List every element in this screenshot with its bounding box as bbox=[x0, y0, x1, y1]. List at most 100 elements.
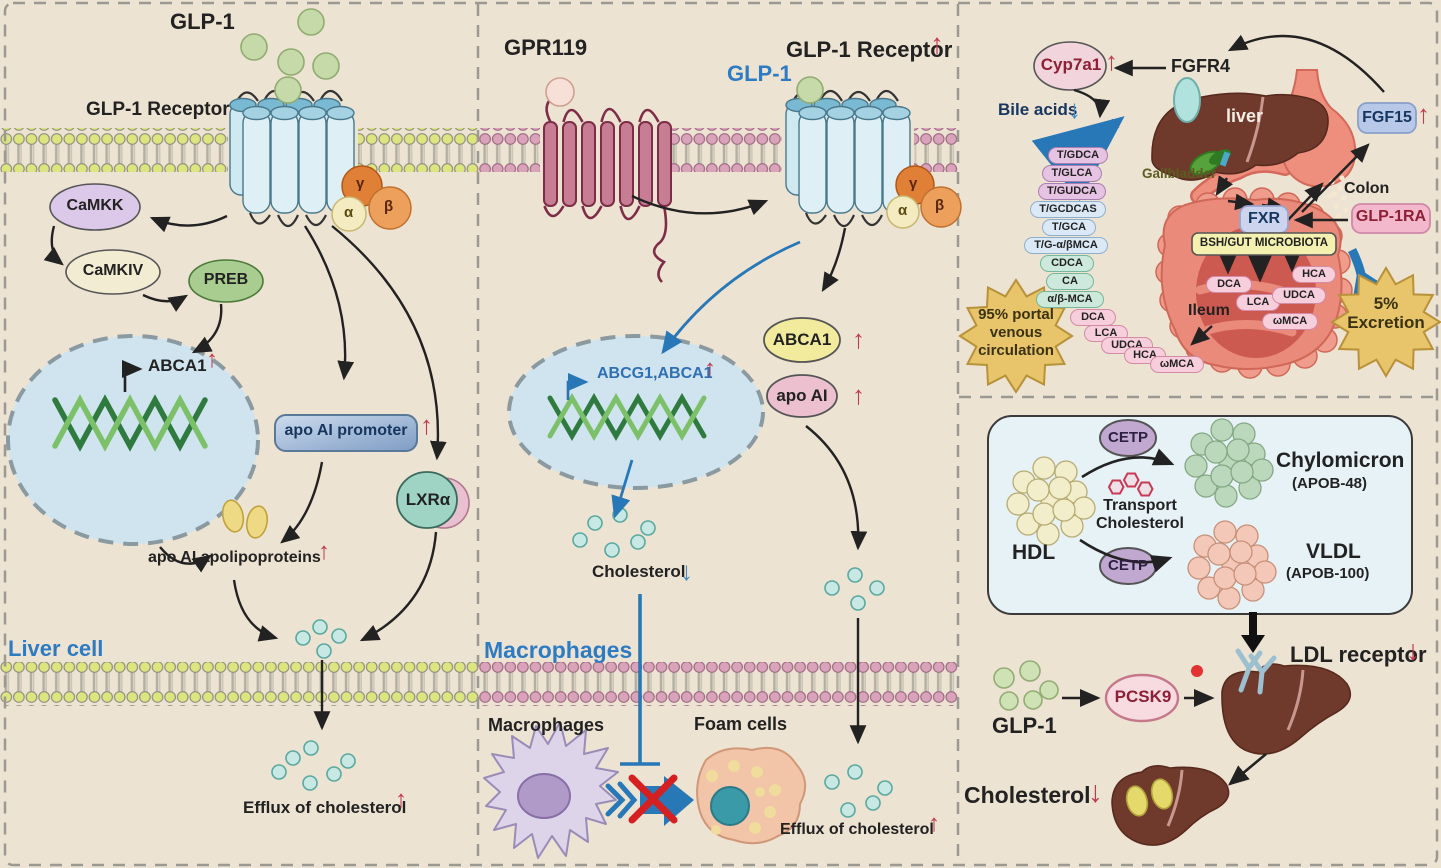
apolipoproteins-label: apo AI apolipoproteins bbox=[148, 549, 321, 566]
bile-acid-pill: T/GDCA bbox=[1048, 147, 1108, 165]
camkk-label: CaMKK bbox=[66, 197, 124, 214]
villi-dots bbox=[1327, 175, 1351, 219]
transport-line2: Cholesterol bbox=[1095, 515, 1184, 532]
camkiv-label: CaMKIV bbox=[82, 262, 144, 279]
pcsk9-node bbox=[1104, 673, 1180, 723]
up-arrow-icon: ↑ bbox=[318, 538, 330, 565]
bsh-down-arrows bbox=[1212, 236, 1308, 283]
apo-promoter-label: apo AI promoter bbox=[284, 422, 408, 439]
macrophage-nucleus bbox=[507, 334, 765, 490]
down-arrow-icon: ↓ bbox=[1068, 94, 1081, 124]
alpha-label-middle: α bbox=[898, 202, 908, 219]
bile-acid-pill: CDCA bbox=[1040, 255, 1094, 273]
glp1-label-right: GLP-1 bbox=[992, 713, 1057, 738]
vldl-particle bbox=[1187, 520, 1277, 610]
up-arrow-icon: ↑ bbox=[852, 380, 865, 410]
cholesterol-label-right: Cholesterol bbox=[964, 782, 1091, 808]
cetp-label-bottom: CETP bbox=[1107, 557, 1148, 574]
up-arrow-icon: ↑ bbox=[1417, 99, 1430, 129]
apo-ai-promoter-box bbox=[274, 414, 418, 452]
up-arrow-icon: ↑ bbox=[1105, 46, 1118, 76]
gut-acid-pill: ωMCA bbox=[1262, 313, 1318, 331]
abca1-promoter-arrow bbox=[121, 359, 143, 392]
cholesterol-dots-mid-bottom bbox=[824, 764, 893, 818]
glp1-receptor-label-middle: GLP-1 Receptor bbox=[786, 37, 953, 62]
arrows-middle-blue bbox=[611, 240, 801, 519]
fgfr4-label: FGFR4 bbox=[1171, 56, 1231, 76]
abcg1-abca1-label: ABCG1,ABCA1 bbox=[597, 365, 713, 382]
bile-acid-pill: T/GUDCA bbox=[1038, 183, 1106, 201]
inhibitor-dot bbox=[1191, 665, 1203, 677]
cyp7a1-label: Cyp7a1 bbox=[1040, 55, 1102, 74]
gut-acid-pill: HCA bbox=[1292, 266, 1336, 284]
red-x-icon bbox=[628, 774, 678, 824]
fgf15-box bbox=[1357, 102, 1417, 134]
apob48-label: (APOB-48) bbox=[1292, 475, 1368, 492]
efflux-label-middle: Efflux of cholesterol bbox=[780, 821, 934, 838]
up-arrow-icon: ↑ bbox=[206, 346, 218, 373]
excretion-line2: Excretion bbox=[1347, 313, 1425, 332]
bile-acids-label: Bile acids bbox=[998, 100, 1078, 119]
ldl-receptor-label: LDL receptor bbox=[1290, 642, 1427, 667]
inhibition-line bbox=[620, 594, 660, 766]
glp1-ligands-left bbox=[240, 8, 340, 80]
hdl-particle bbox=[1006, 456, 1096, 546]
bsh-label: BSH/GUT MICROBIOTA bbox=[1199, 237, 1329, 249]
macrophage-membrane-bottom bbox=[478, 662, 958, 706]
bile-acid-pill: α/β-MCA bbox=[1036, 291, 1104, 309]
colon-label: Colon bbox=[1344, 180, 1390, 197]
liver-cell-label: Liver cell bbox=[8, 636, 104, 661]
gut-acid-pill: DCA bbox=[1206, 276, 1252, 294]
up-arrow-icon: ↑ bbox=[852, 324, 865, 354]
bile-acid-pill: T/GCA bbox=[1042, 219, 1096, 237]
arrows-left bbox=[43, 214, 447, 731]
up-arrow-icon: ↑ bbox=[420, 410, 433, 440]
beta-label-middle: β bbox=[935, 197, 945, 214]
up-arrow-icon: ↑ bbox=[928, 810, 940, 837]
macrophages-heading: Macrophages bbox=[484, 637, 633, 663]
foam-cell bbox=[696, 746, 807, 845]
gallbladder-organ bbox=[1189, 149, 1231, 176]
cetp-label-top: CETP bbox=[1107, 429, 1148, 446]
vldl-label: VLDL bbox=[1306, 540, 1361, 563]
glp1ra-box bbox=[1351, 203, 1431, 234]
bile-acid-pill: CA bbox=[1046, 273, 1094, 291]
lxra-label: LXRα bbox=[405, 490, 451, 509]
liver-cell-membrane-bottom bbox=[0, 662, 478, 706]
hepatic-vesicle bbox=[1173, 77, 1201, 123]
cyp7a1-node bbox=[1033, 41, 1107, 91]
abca1-node bbox=[763, 317, 841, 363]
gut-acid-pill: LCA bbox=[1236, 294, 1280, 312]
up-arrow-icon: ↑ bbox=[395, 786, 407, 813]
apolipoprotein-blobs bbox=[221, 499, 269, 539]
gamma-label-middle: γ bbox=[909, 175, 918, 192]
efflux-label-left: Efflux of cholesterol bbox=[243, 798, 407, 817]
up-arrow-icon: ↑ bbox=[930, 28, 944, 59]
hdl-label: HDL bbox=[1012, 541, 1056, 564]
excretion-starburst bbox=[1330, 266, 1441, 378]
apoai-node bbox=[766, 374, 838, 418]
preb-node bbox=[188, 259, 264, 303]
preb-label: PREB bbox=[203, 271, 249, 288]
portal-line1: 95% portal bbox=[978, 306, 1054, 323]
portal-line2: venous bbox=[989, 324, 1043, 341]
liver-organ-2 bbox=[1111, 764, 1230, 846]
arrows-right-bottom bbox=[1062, 688, 1267, 786]
g-protein-left bbox=[331, 165, 412, 232]
down-arrow-icon: ↑ bbox=[1406, 639, 1420, 670]
glp1-receptor-label-left: GLP-1 Receptor bbox=[86, 99, 230, 120]
camkk-node bbox=[49, 183, 141, 231]
bile-acid-pill: T/GLCA bbox=[1042, 165, 1102, 183]
pcsk9-label: PCSK9 bbox=[1114, 687, 1172, 706]
panel-dividers bbox=[3, 1, 1439, 867]
fgf15-label: FGF15 bbox=[1362, 109, 1412, 126]
dna-helix-middle bbox=[547, 393, 707, 441]
glp1-title-left: GLP-1 bbox=[170, 9, 235, 34]
arrows-box bbox=[1079, 448, 1175, 573]
alpha-label-left: α bbox=[344, 204, 354, 221]
ldl-receptor-icon bbox=[1235, 648, 1277, 695]
apoai-label-middle: apo AI bbox=[776, 386, 828, 405]
dna-helix-left bbox=[52, 394, 208, 452]
